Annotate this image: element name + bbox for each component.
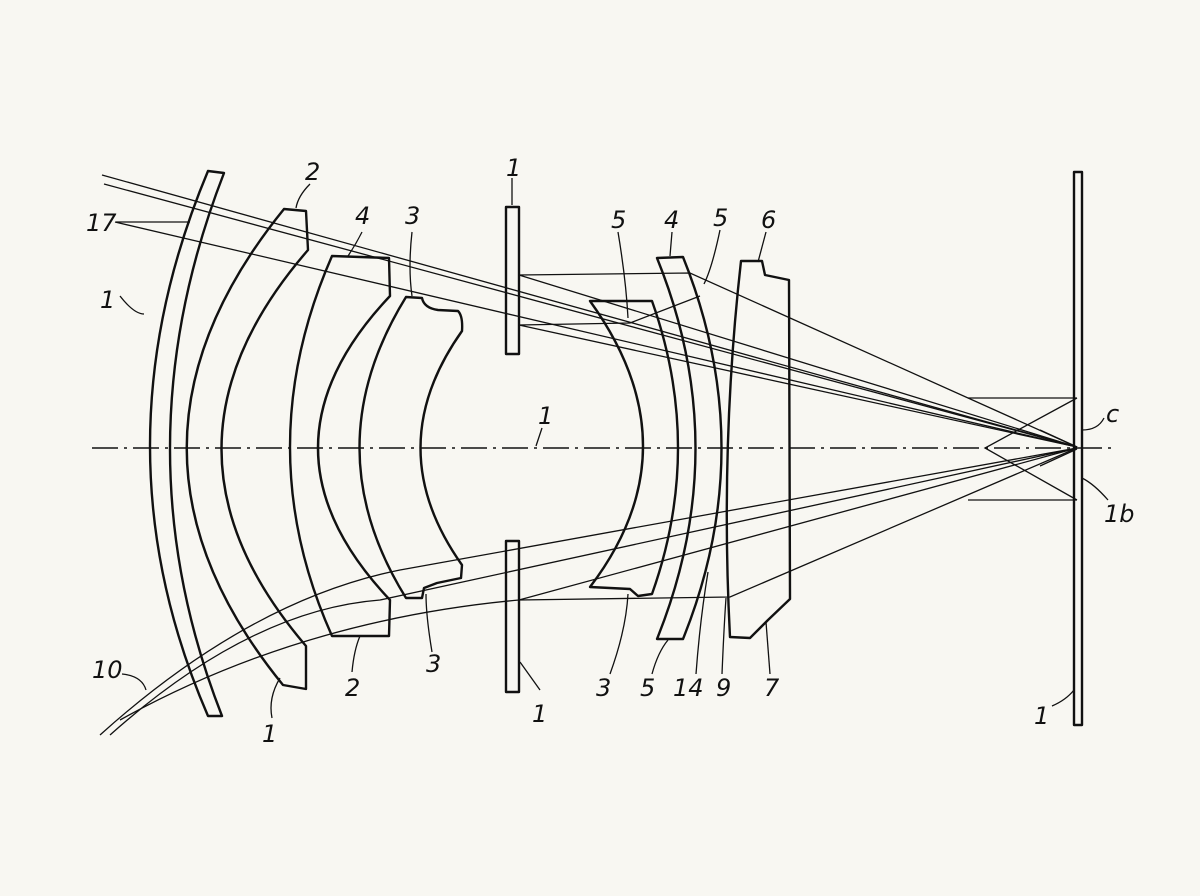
leader-3-bot-b [609, 593, 629, 675]
label-1b: 1b [1104, 500, 1135, 528]
leader-5-bot [651, 639, 669, 675]
leader-1-bot-a [270, 677, 281, 719]
lens-element-5 [588, 299, 680, 598]
leader-5-top-a [617, 231, 629, 319]
leader-10 [121, 673, 147, 691]
reference-labels: 1 2 17 4 3 1 5 4 5 6 1 c 1b 10 1 2 3 1 3… [86, 154, 1135, 748]
leader-9 [721, 597, 727, 675]
label-4-top-b: 4 [664, 206, 679, 234]
ray-upper-b [103, 183, 1078, 448]
lens-element-4 [358, 295, 464, 600]
label-c: c [1106, 400, 1119, 428]
leader-6 [757, 231, 767, 263]
label-2-bot: 2 [345, 674, 360, 702]
leader-14 [695, 571, 709, 675]
ray-lower-a [99, 447, 1078, 736]
label-14: 14 [673, 674, 704, 702]
label-1-left: 1 [100, 286, 115, 314]
ray-upper-e [518, 324, 1078, 448]
label-3-bot-a: 3 [426, 650, 441, 678]
label-7: 7 [764, 674, 780, 702]
leader-1-bot-b [519, 661, 541, 691]
ray-upper-c [114, 221, 1078, 448]
leader-1b [1081, 477, 1109, 501]
label-5-top-b: 5 [713, 204, 728, 232]
leader-5-top-b [703, 229, 721, 285]
label-17: 17 [86, 209, 117, 237]
lens-element-7 [725, 259, 792, 640]
lens-element-6 [655, 255, 723, 641]
label-5-bot: 5 [640, 674, 655, 702]
label-6: 6 [761, 206, 776, 234]
leader-lines [116, 178, 1109, 719]
leader-2-top [295, 183, 311, 209]
label-3-bot-b: 3 [596, 674, 611, 702]
ray-lower-c [518, 447, 1078, 601]
ray-upper-a [101, 174, 1078, 448]
aperture-stop-upper [504, 205, 521, 356]
label-1-axis: 1 [538, 402, 553, 430]
leader-1-axis [535, 427, 543, 447]
label-1-bot-b: 1 [532, 700, 547, 728]
ray-upper-cross [518, 295, 701, 326]
ray-upper-d [518, 274, 1078, 448]
leader-4-top [347, 231, 363, 257]
leader-7 [765, 621, 771, 675]
ray-focus-cone [968, 397, 1078, 501]
lens-element-2 [185, 207, 310, 691]
leader-2-bot [351, 635, 361, 673]
leader-c [1081, 417, 1105, 431]
label-5-top-a: 5 [611, 206, 626, 234]
ray-bundle [99, 174, 1078, 736]
ray-lower-d [119, 447, 1078, 721]
label-1-bot-a: 1 [262, 720, 277, 748]
label-3-top: 3 [405, 202, 420, 230]
label-1-image: 1 [1034, 702, 1049, 730]
leader-1-image [1051, 689, 1075, 707]
label-4-top: 4 [355, 202, 370, 230]
leader-3-top [409, 231, 413, 297]
aperture-stop-lower [504, 539, 521, 694]
leader-4-top-b [669, 231, 673, 257]
ray-lower-b [109, 447, 1078, 736]
label-1-stop: 1 [506, 154, 521, 182]
label-10: 10 [92, 656, 123, 684]
ray-marginal-upper [518, 272, 1078, 448]
lens-element-1 [148, 169, 226, 718]
label-9: 9 [716, 674, 731, 702]
lens-element-3 [288, 254, 392, 638]
leader-3-bot-a [425, 593, 433, 653]
leader-1-left [119, 295, 145, 315]
label-2-top: 2 [305, 158, 320, 186]
